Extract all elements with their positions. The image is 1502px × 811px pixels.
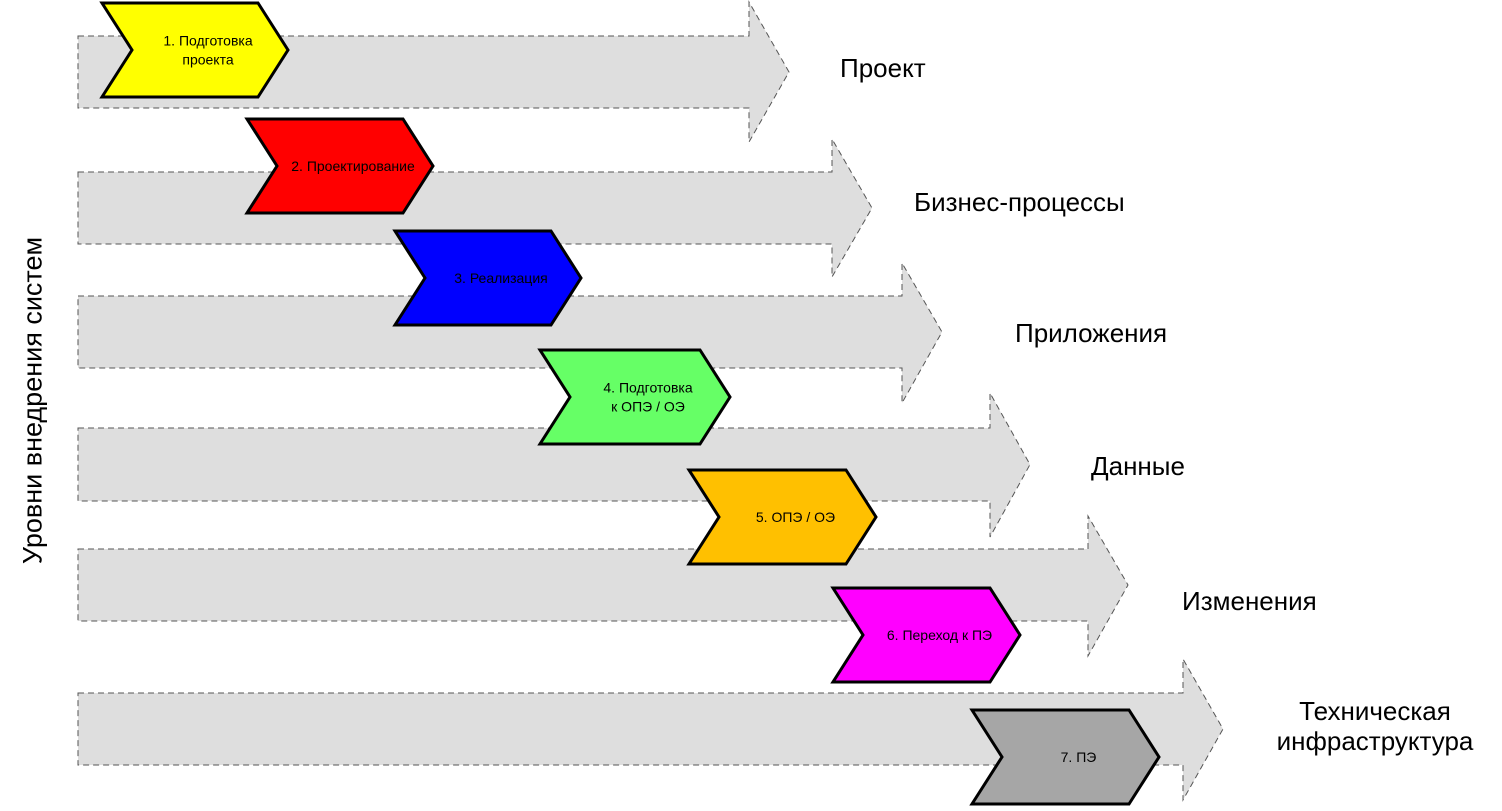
stage-chevron-shape xyxy=(537,348,732,446)
level-label-applications: Приложения xyxy=(1015,318,1168,348)
stage-chevron-4: 4. Подготовка к ОПЭ / ОЭ xyxy=(537,348,732,446)
stage-chevron-2: 2. Проектирование xyxy=(244,117,435,215)
stage-chevron-5: 5. ОПЭ / ОЭ xyxy=(686,468,878,566)
level-label-tech-infrastructure: Техническая инфраструктура xyxy=(1276,696,1474,756)
level-label-changes: Изменения xyxy=(1182,586,1317,616)
stage-chevron-3: 3. Реализация xyxy=(392,229,583,327)
level-label-project: Проект xyxy=(840,53,926,83)
level-label-business-processes: Бизнес-процессы xyxy=(914,187,1125,217)
stage-chevron-label: 7. ПЭ xyxy=(1061,749,1097,765)
stage-chevron-shape xyxy=(99,1,290,99)
level-arrow-tech-infrastructure xyxy=(77,657,1224,802)
stage-chevron-shape xyxy=(686,468,878,566)
stage-chevron-6: 6. Переход к ПЭ xyxy=(830,586,1022,684)
stage-chevron-label: 6. Переход к ПЭ xyxy=(887,627,992,643)
stage-chevron-label: 4. Подготовка к ОПЭ / ОЭ xyxy=(603,380,692,415)
level-label-data: Данные xyxy=(1091,451,1185,481)
level-arrow-data xyxy=(77,391,1031,538)
stage-chevron-1: 1. Подготовка проекта xyxy=(99,1,290,99)
stage-chevrons: 1. Подготовка проекта 2. Проектирование 3. … xyxy=(99,1,1161,806)
stage-chevron-shape xyxy=(830,586,1022,684)
stage-chevron-label-line: 5. ОПЭ / ОЭ xyxy=(756,509,835,525)
stage-chevron-label-line: 3. Реализация xyxy=(454,270,547,286)
stage-chevron-shape xyxy=(969,708,1161,806)
level-arrow-applications xyxy=(77,261,943,405)
stage-chevron-label-line: 7. ПЭ xyxy=(1061,749,1097,765)
stage-chevron-label-line: 6. Переход к ПЭ xyxy=(887,627,992,643)
stage-chevron-label: 2. Проектирование xyxy=(291,158,415,174)
stage-chevron-shape xyxy=(244,117,435,215)
stage-chevron-7: 7. ПЭ xyxy=(969,708,1161,806)
axis-title: Уровни внедрения систем xyxy=(17,236,48,565)
level-arrows xyxy=(77,0,1224,802)
stage-chevron-label-line: 4. Подготовка xyxy=(603,380,692,396)
stage-chevron-shape xyxy=(392,229,583,327)
stage-chevron-label-line: 1. Подготовка xyxy=(163,33,252,49)
stage-chevron-label: 5. ОПЭ / ОЭ xyxy=(756,509,835,525)
stage-chevron-label-line: проекта xyxy=(182,52,233,68)
stage-chevron-label: 3. Реализация xyxy=(454,270,547,286)
stage-chevron-label: 1. Подготовка проекта xyxy=(163,33,252,68)
stage-chevron-label-line: 2. Проектирование xyxy=(291,158,415,174)
stage-chevron-label-line: к ОПЭ / ОЭ xyxy=(611,399,685,415)
